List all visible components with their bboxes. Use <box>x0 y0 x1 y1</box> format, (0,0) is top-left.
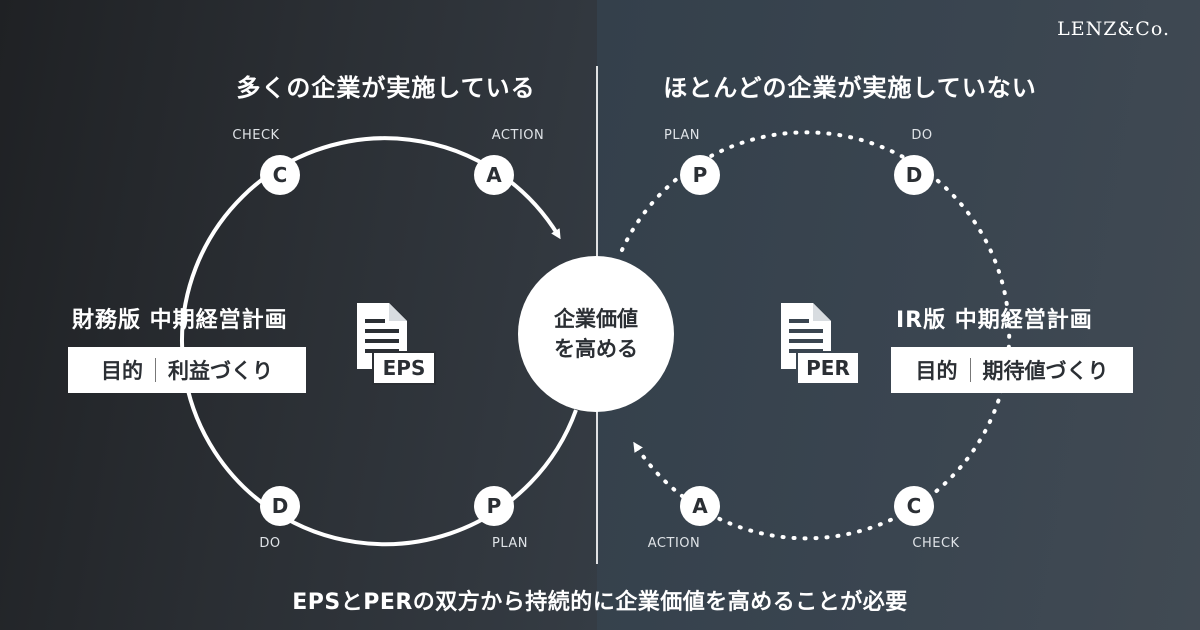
center-line-2: を高める <box>554 337 638 361</box>
left-node-action: A <box>474 155 514 195</box>
left-purpose-label: 目的 <box>101 359 143 383</box>
left-heading: 多くの企業が実施している <box>236 74 536 102</box>
right-node-check: C <box>894 486 934 526</box>
left-node-do-label: DO <box>259 536 281 551</box>
center-value-circle: 企業価値 を高める <box>518 256 674 412</box>
right-node-action: A <box>680 486 720 526</box>
eps-tag: EPS <box>372 351 436 385</box>
footer-message: EPSとPERの双方から持続的に企業価値を高めることが必要 <box>292 590 908 615</box>
right-heading: ほとんどの企業が実施していない <box>663 74 1037 102</box>
right-node-check-label: CHECK <box>912 536 960 551</box>
left-node-action-label: ACTION <box>491 128 545 143</box>
left-purpose-separator <box>155 358 156 382</box>
right-plan-title: IR版 中期経営計画 <box>896 308 1093 333</box>
brand-logo: LENZ&Co. <box>1057 18 1170 40</box>
right-node-plan-label: PLAN <box>664 128 700 143</box>
right-purpose-value: 期待値づくり <box>982 359 1109 383</box>
per-tag: PER <box>796 351 860 385</box>
right-node-do: D <box>894 155 934 195</box>
left-node-check: C <box>260 155 300 195</box>
left-node-check-label: CHECK <box>232 128 280 143</box>
left-plan-title: 財務版 中期経営計画 <box>72 308 288 333</box>
left-node-plan: P <box>474 486 514 526</box>
right-purpose-separator <box>969 358 971 382</box>
left-purpose-value: 利益づくり <box>168 359 273 383</box>
left-node-do: D <box>260 486 300 526</box>
center-line-1: 企業価値 <box>554 307 638 331</box>
right-node-plan: P <box>680 155 720 195</box>
right-purpose-label: 目的 <box>915 359 958 383</box>
right-node-action-label: ACTION <box>647 536 701 551</box>
right-node-do-label: DO <box>911 128 933 143</box>
left-purpose-box: 目的 利益づくり <box>68 347 306 393</box>
left-node-plan-label: PLAN <box>492 536 528 551</box>
right-purpose-box: 目的 期待値づくり <box>891 347 1133 393</box>
